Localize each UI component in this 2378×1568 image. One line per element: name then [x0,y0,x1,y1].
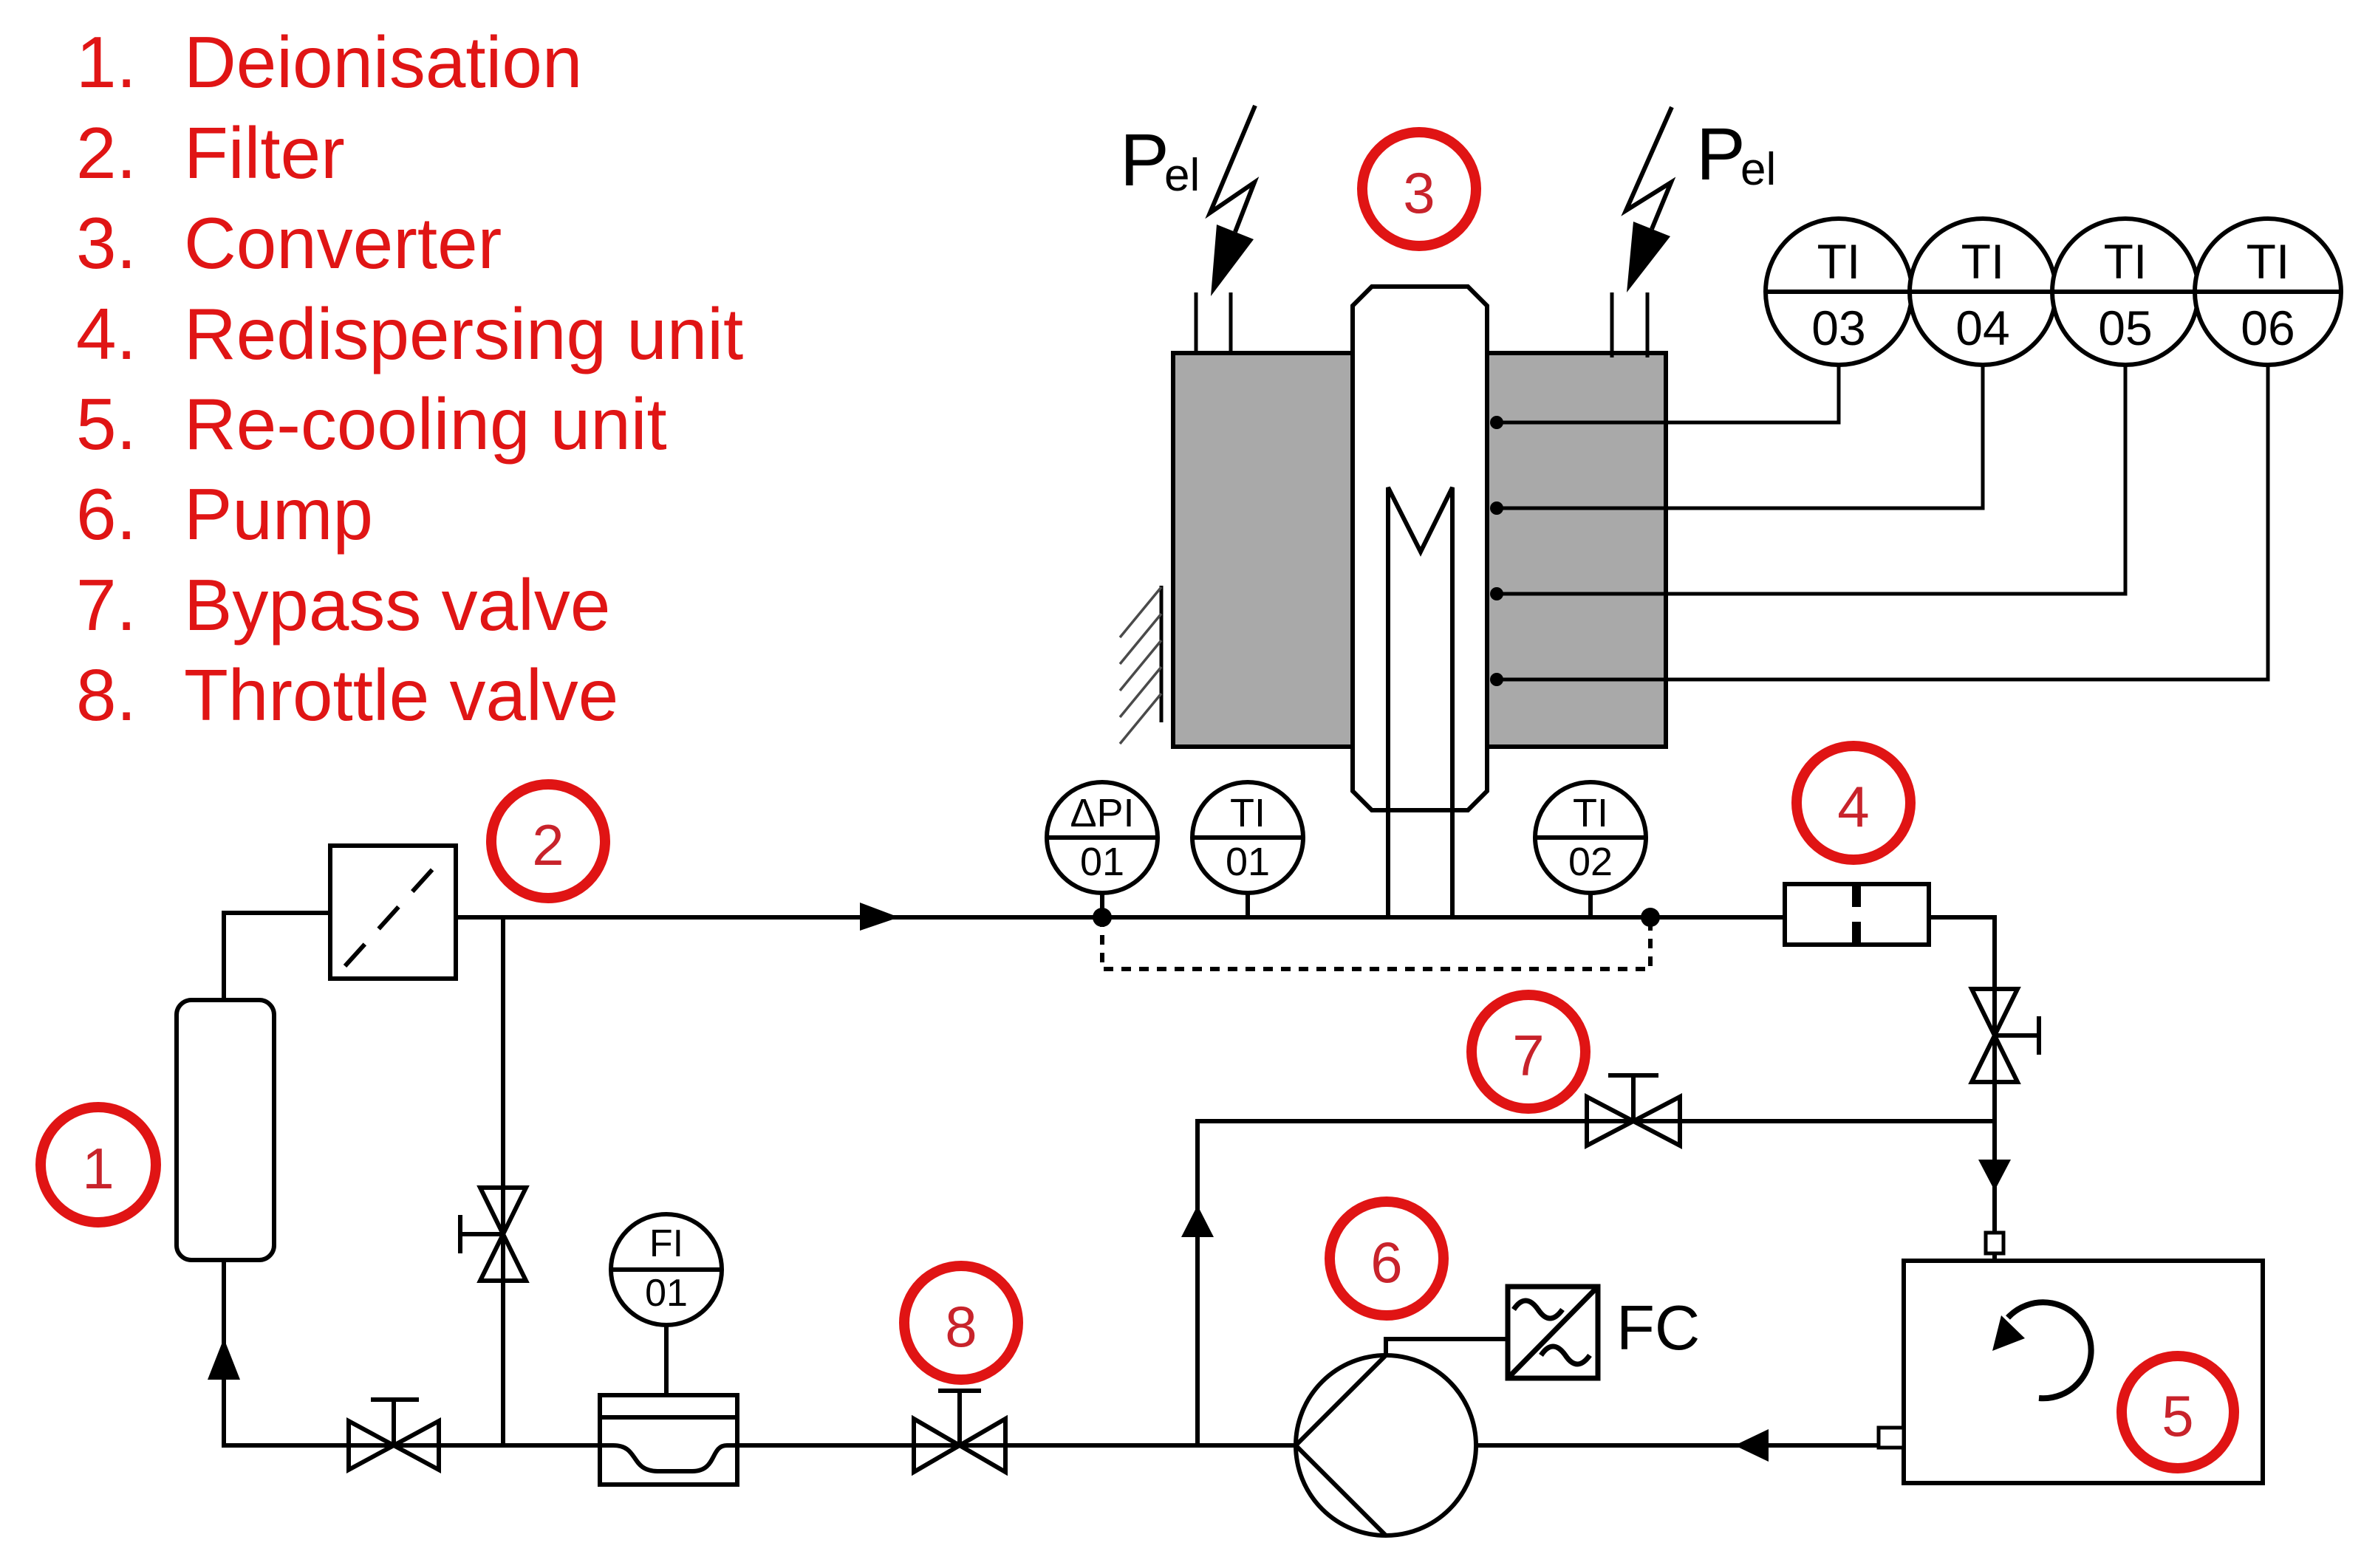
svg-text:TI: TI [1230,791,1265,835]
svg-text:Filter: Filter [184,112,345,194]
svg-text:06: 06 [2241,301,2295,355]
svg-text:1.: 1. [76,21,137,103]
svg-text:el: el [1740,144,1776,195]
svg-text:P: P [1696,113,1746,196]
svg-text:P: P [1120,119,1169,202]
svg-text:FI: FI [649,1222,683,1265]
svg-text:8.: 8. [76,654,137,736]
svg-text:3.: 3. [76,202,137,284]
svg-text:Converter: Converter [184,202,502,284]
svg-text:Pump: Pump [184,473,373,555]
svg-text:6.: 6. [76,473,137,555]
svg-text:2: 2 [532,812,564,877]
svg-text:5: 5 [2162,1383,2193,1448]
svg-text:TI: TI [2104,234,2148,289]
svg-text:ΔPI: ΔPI [1070,791,1134,835]
svg-text:Deionisation: Deionisation [184,21,582,103]
svg-text:TI: TI [1961,234,2005,289]
svg-text:7: 7 [1512,1023,1544,1088]
svg-text:Bypass valve: Bypass valve [184,564,610,646]
svg-text:Redispersing unit: Redispersing unit [184,293,743,374]
svg-text:6: 6 [1370,1230,1402,1295]
svg-text:01: 01 [645,1272,688,1315]
svg-text:TI: TI [2247,234,2290,289]
svg-text:Re-cooling unit: Re-cooling unit [184,383,667,465]
svg-text:3: 3 [1403,160,1435,225]
svg-text:5.: 5. [76,383,137,465]
svg-text:04: 04 [1955,301,2009,355]
svg-text:4: 4 [1837,774,1869,839]
svg-text:01: 01 [1226,840,1270,884]
svg-text:05: 05 [2098,301,2152,355]
svg-text:02: 02 [1568,840,1613,884]
svg-text:el: el [1164,150,1200,201]
svg-text:Throttle valve: Throttle valve [184,654,618,736]
svg-text:7.: 7. [76,564,137,646]
svg-text:FC: FC [1616,1293,1700,1363]
svg-text:1: 1 [82,1136,114,1201]
svg-text:01: 01 [1080,840,1124,884]
svg-text:TI: TI [1573,791,1608,835]
svg-text:TI: TI [1817,234,1861,289]
svg-text:4.: 4. [76,293,137,374]
svg-text:8: 8 [945,1294,977,1359]
svg-text:2.: 2. [76,112,137,194]
svg-text:03: 03 [1811,301,1865,355]
